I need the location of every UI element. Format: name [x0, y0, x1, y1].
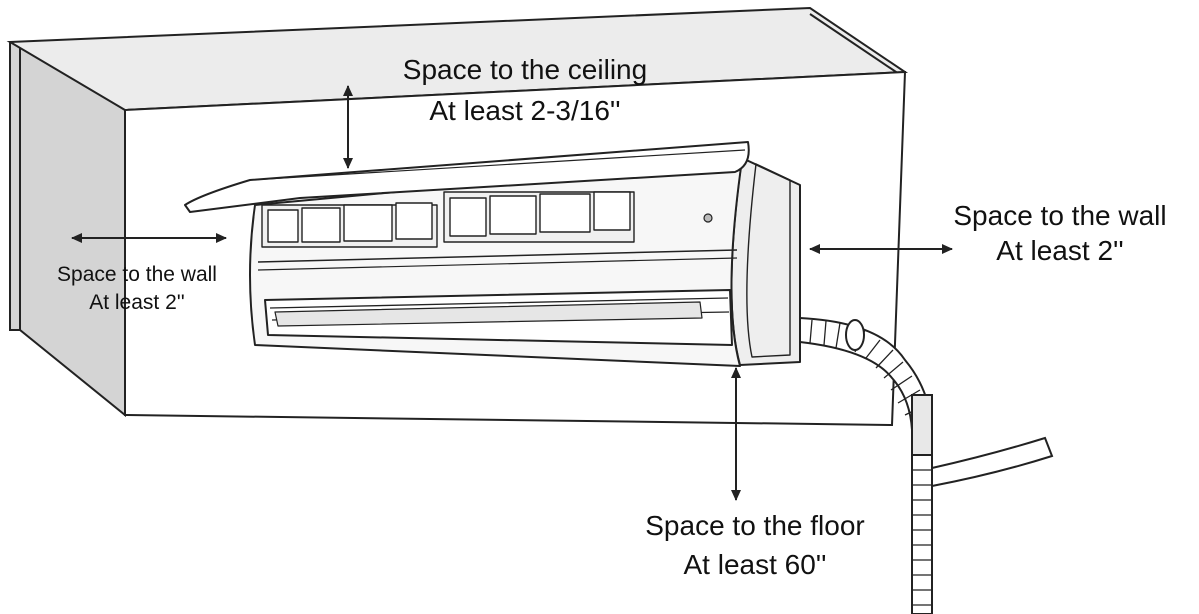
- unit-front-panel: [184, 141, 750, 213]
- unit-filters: [261, 191, 635, 248]
- drain-hose: [799, 316, 1054, 614]
- right-wall-label-value: At least 2'': [996, 235, 1124, 266]
- floor-clearance-label: Space to the floor At least 60'': [600, 508, 910, 582]
- indicator-light: [703, 213, 713, 223]
- left-wall-label-value: At least 2'': [89, 291, 185, 315]
- ceiling-label-value: At least 2-3/16'': [429, 95, 621, 126]
- right-wall-clearance-label: Space to the wall At least 2'': [925, 198, 1195, 268]
- floor-label-title: Space to the floor: [645, 510, 865, 541]
- ceiling-label-title: Space to the ceiling: [402, 54, 648, 85]
- left-wall-label-title: Space to the wall: [57, 263, 217, 286]
- floor-label-value: At least 60'': [683, 549, 827, 580]
- left-wall-clearance-label: Space to the wall At least 2'': [22, 262, 252, 317]
- power-cable: [931, 436, 1054, 488]
- right-wall-label-title: Space to the wall: [953, 200, 1167, 231]
- clearance-arrows: [71, 85, 953, 501]
- ac-unit: [184, 141, 801, 367]
- ceiling-clearance-label: Space to the ceiling At least 2-3/16'': [360, 52, 690, 128]
